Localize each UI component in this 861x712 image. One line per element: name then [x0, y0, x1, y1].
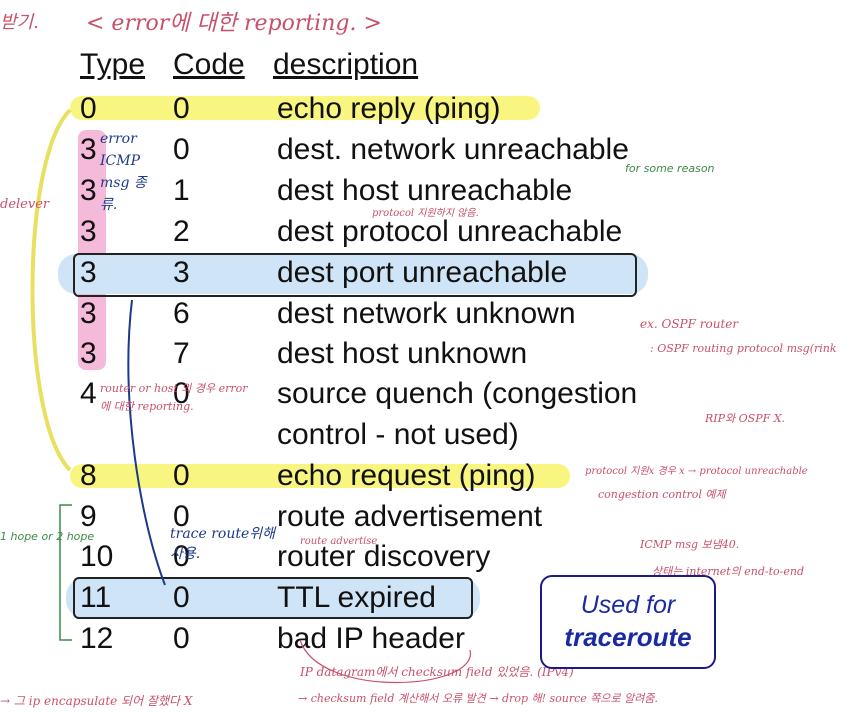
table-row: 10 0 router discovery — [0, 537, 861, 577]
note-ip-checksum: IP datagram에서 checksum field 있었음. (IPv4) — [300, 665, 574, 679]
type-cell: 3 — [80, 297, 97, 330]
red-curve — [299, 639, 471, 683]
type-cell: 9 — [80, 500, 97, 533]
note-ospf-msg: : OSPF routing protocol msg(rink — [650, 342, 837, 355]
table-row: control - not used) — [0, 415, 861, 455]
type-cell: 3 — [80, 337, 97, 370]
page-title: < error에 대한 reporting. > — [86, 11, 382, 36]
blue-bracket-line — [127, 299, 166, 586]
code-cell: 1 — [173, 174, 190, 207]
code-cell: 0 — [173, 581, 190, 614]
code-cell: 0 — [173, 540, 190, 573]
table-row: 8 0 echo request (ping) — [0, 456, 861, 496]
code-cell: 0 — [173, 377, 190, 410]
highlight-echo-reply — [70, 96, 540, 120]
type-cell: 3 — [80, 215, 97, 248]
code-cell: 0 — [173, 133, 190, 166]
code-cell: 7 — [173, 337, 190, 370]
type-cell: 11 — [80, 581, 112, 614]
description-cell: dest host unknown — [277, 337, 528, 370]
header-type: Type — [80, 48, 146, 81]
description-cell: router discovery — [277, 540, 491, 573]
description-cell: control - not used) — [277, 418, 519, 451]
table-row: 4 0 source quench (congestion — [0, 374, 861, 414]
page-title-prefix: 받기. — [0, 12, 39, 33]
note-ospf-router: ex. OSPF router — [640, 317, 739, 331]
description-cell: bad IP header — [277, 622, 465, 655]
description-cell: dest protocol unreachable — [277, 215, 623, 248]
table-row: 11 0 TTL expired — [0, 578, 861, 618]
type-cell: 0 — [80, 92, 97, 125]
table-row: 3 7 dest host unknown — [0, 334, 861, 374]
table-row: 3 1 dest host unreachable — [0, 171, 861, 211]
code-cell: 0 — [173, 459, 190, 492]
header-code: Code — [173, 48, 245, 81]
yellow-arrow — [30, 108, 72, 472]
table-row: 9 0 route advertisement — [0, 497, 861, 537]
note-rip-ospf: RIP와 OSPF X. — [705, 412, 786, 425]
description-cell: source quench (congestion — [277, 377, 638, 410]
traceroute-callout: Used for traceroute — [540, 575, 716, 669]
description-cell: dest port unreachable — [277, 256, 568, 289]
note-congestion: congestion control 예제 — [598, 488, 726, 501]
code-cell: 6 — [173, 297, 190, 330]
table-row: 3 0 dest. network unreachable — [0, 130, 861, 170]
code-cell: 3 — [173, 256, 190, 289]
description-cell: TTL expired — [277, 581, 436, 614]
note-route-advertise: route advertise — [300, 536, 378, 547]
note-protocol: protocol 지원하지 않음. — [372, 208, 479, 219]
table-row: 12 0 bad IP header — [0, 619, 861, 659]
note-one-hope: 1 hope or 2 hope — [0, 530, 95, 543]
note-deliever: delever — [0, 197, 50, 212]
port-unreachable-box — [73, 253, 637, 297]
note-router-host: router or host 의 경우 error에 대한 reporting. — [100, 382, 248, 413]
table-row: 0 0 echo reply (ping) — [0, 89, 861, 129]
note-icmp-msg: ICMP msg 보냄40. — [640, 538, 740, 551]
type-cell: 8 — [80, 459, 97, 492]
code-cell: 0 — [173, 500, 190, 533]
ttl-expired-box — [73, 577, 473, 619]
description-cell: dest network unknown — [277, 297, 576, 330]
highlight-echo-request — [70, 464, 570, 488]
type-cell: 3 — [80, 174, 97, 207]
header-description: description — [273, 48, 419, 81]
code-cell: 0 — [173, 622, 190, 655]
callout-line1: Used for — [580, 591, 676, 619]
description-cell: echo request (ping) — [277, 459, 536, 492]
description-cell: dest. network unreachable — [277, 133, 629, 166]
note-checksum-drop: → checksum field 계산해서 오류 발견 → drop 해! so… — [298, 692, 659, 705]
highlight-type3 — [78, 130, 106, 370]
green-bracket — [59, 504, 72, 641]
highlight-ttl-expired — [66, 578, 480, 618]
note-protocol-unreach: protocol 지원x 경우 x → protocol unreachable — [585, 466, 808, 477]
description-cell: route advertisement — [277, 500, 543, 533]
table-row: 3 2 dest protocol unreachable — [0, 212, 861, 252]
highlight-port-unreachable — [58, 254, 648, 294]
note-bottom-left: → 그 ip encapsulate 되어 잘했다 X — [0, 694, 193, 708]
type-cell: 12 — [80, 622, 114, 655]
note-for-some-reason: for some reason — [625, 162, 715, 175]
type-cell: 3 — [80, 256, 97, 289]
type-cell: 10 — [80, 540, 114, 573]
note-error-icmp: error ICMP msg 종류. — [100, 131, 147, 213]
code-cell: 2 — [173, 215, 190, 248]
table-row: 3 6 dest network unknown — [0, 294, 861, 334]
description-cell: dest host unreachable — [277, 174, 573, 207]
note-trace-route: trace route위해 사용. — [170, 526, 276, 562]
table-row: 3 3 dest port unreachable — [0, 253, 861, 293]
code-cell: 0 — [173, 92, 190, 125]
type-cell: 3 — [80, 133, 97, 166]
callout-line2: traceroute — [564, 622, 692, 652]
type-cell: 4 — [80, 377, 97, 410]
note-internet-e2e: 상태는 internet의 end-to-end — [652, 565, 805, 578]
description-cell: echo reply (ping) — [277, 92, 501, 125]
